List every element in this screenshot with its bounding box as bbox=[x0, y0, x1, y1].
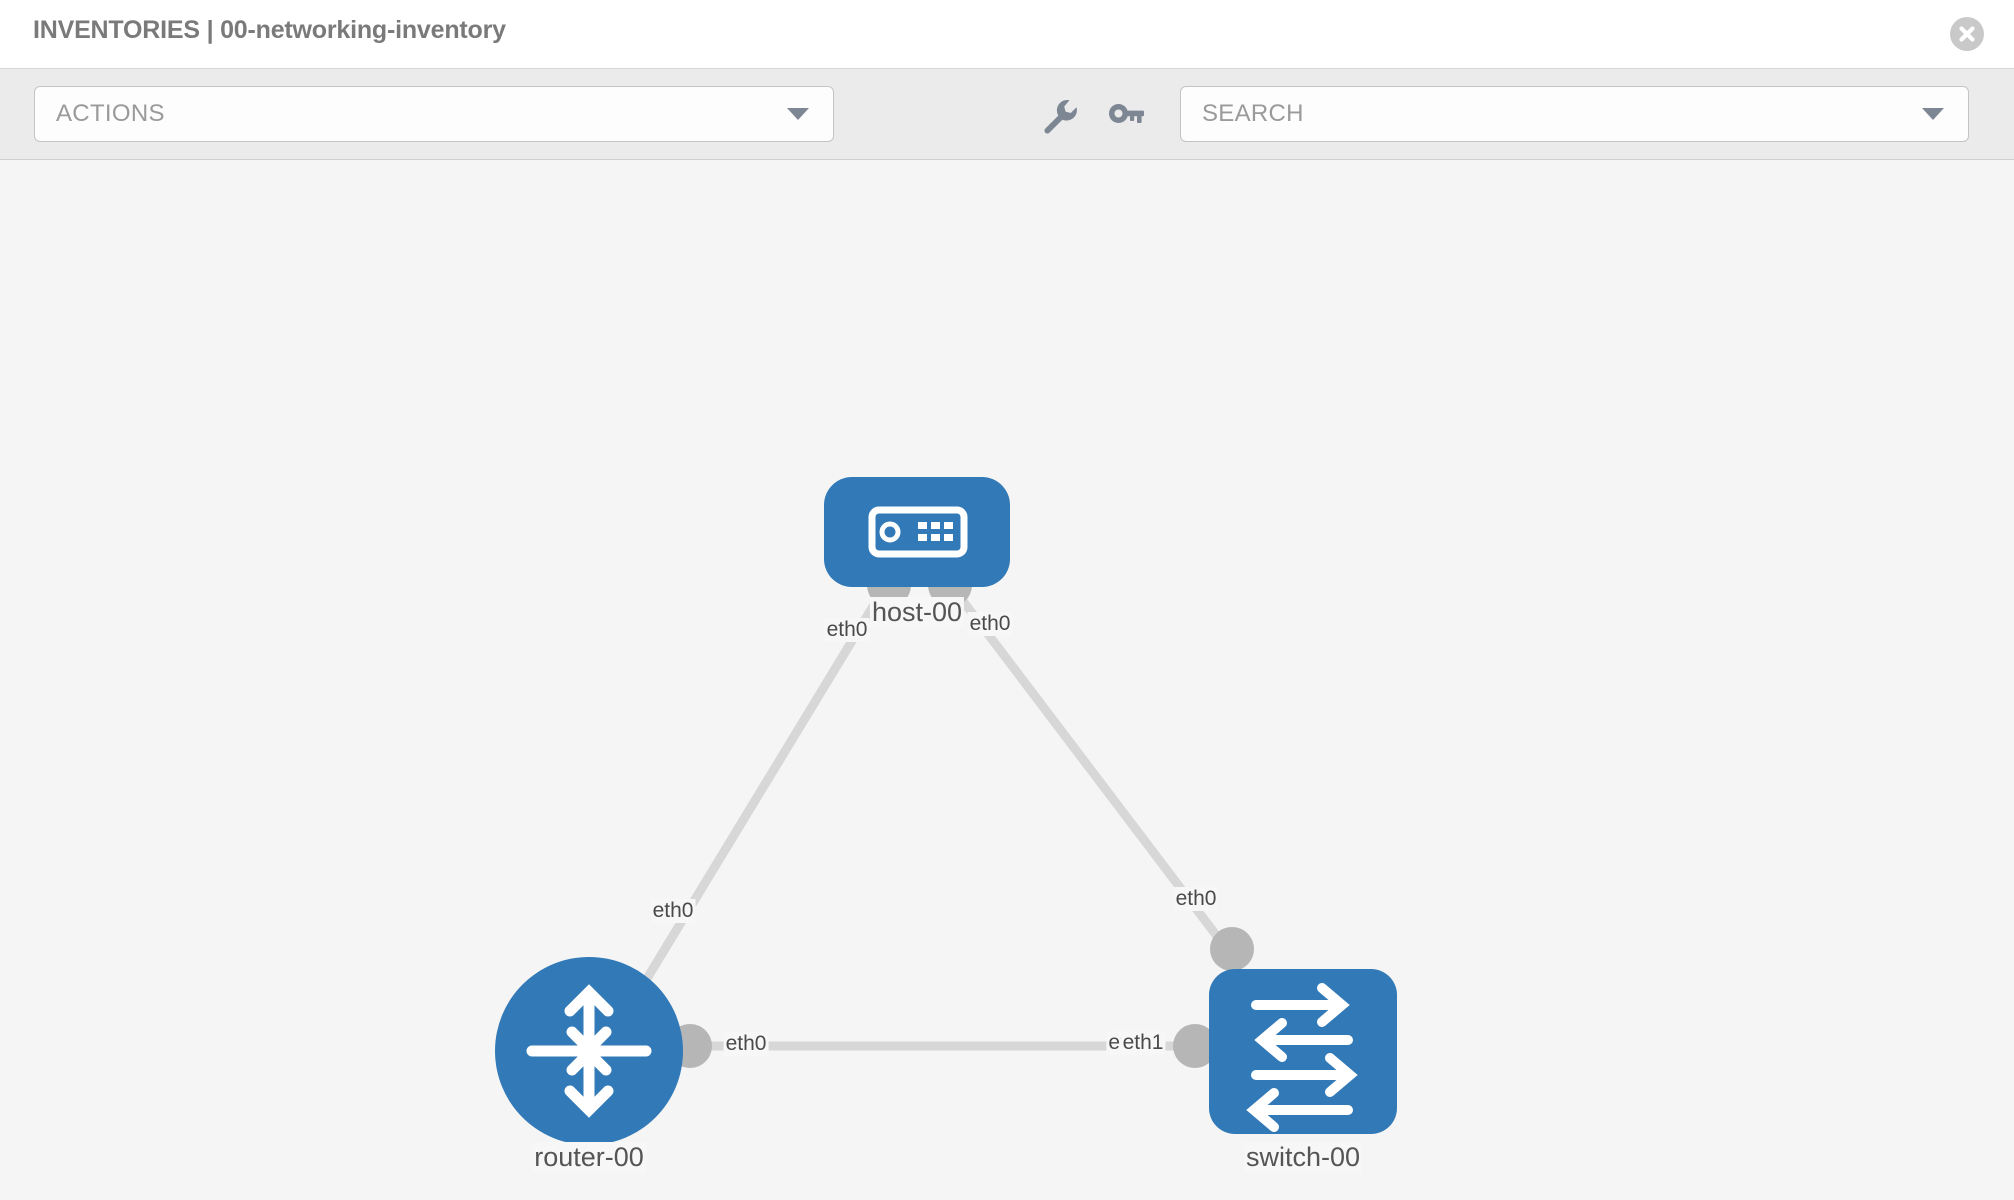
toolbar: ACTIONS SEARCH bbox=[0, 69, 2014, 160]
edge-label: eth1 bbox=[1120, 1031, 1166, 1055]
node-router-00[interactable] bbox=[495, 957, 683, 1145]
topology-graph bbox=[495, 477, 1397, 1145]
edge-label: eth0 bbox=[650, 899, 696, 923]
chevron-down-icon bbox=[1922, 108, 1944, 120]
actions-dropdown[interactable]: ACTIONS bbox=[34, 86, 834, 142]
router-arrows-icon bbox=[526, 984, 652, 1118]
chevron-down-icon bbox=[787, 108, 809, 120]
edge-label: eth0 bbox=[967, 612, 1013, 636]
search-input[interactable]: SEARCH bbox=[1180, 86, 1969, 142]
node-label-switch-00: switch-00 bbox=[1243, 1142, 1363, 1173]
node-host-00[interactable] bbox=[824, 477, 1010, 587]
search-placeholder: SEARCH bbox=[1202, 100, 1304, 127]
topology-links bbox=[636, 577, 1239, 1051]
actions-dropdown-label: ACTIONS bbox=[56, 100, 165, 127]
page-header: INVENTORIES | 00-networking-inventory bbox=[0, 0, 2014, 69]
topology-canvas[interactable]: host-00 router-00 switch-00 eth0 eth0 et… bbox=[0, 160, 2014, 1200]
edge-label: eth0 bbox=[723, 1032, 769, 1056]
socket-switch-top bbox=[1210, 927, 1254, 971]
server-icon bbox=[868, 506, 968, 558]
wrench-icon[interactable] bbox=[1040, 97, 1080, 135]
node-label-router-00: router-00 bbox=[532, 1142, 646, 1173]
edge-label: eth0 bbox=[824, 618, 870, 642]
node-switch-00[interactable] bbox=[1209, 969, 1397, 1134]
page-title: INVENTORIES | 00-networking-inventory bbox=[33, 16, 506, 44]
topology-sockets bbox=[668, 563, 1254, 1068]
edge-label: eth0 bbox=[1173, 887, 1219, 911]
close-icon[interactable] bbox=[1950, 17, 1984, 51]
switch-arrows-icon bbox=[1246, 983, 1358, 1132]
node-label-host-00: host-00 bbox=[869, 597, 965, 628]
socket-switch-left bbox=[1173, 1024, 1217, 1068]
key-icon[interactable] bbox=[1106, 97, 1146, 135]
